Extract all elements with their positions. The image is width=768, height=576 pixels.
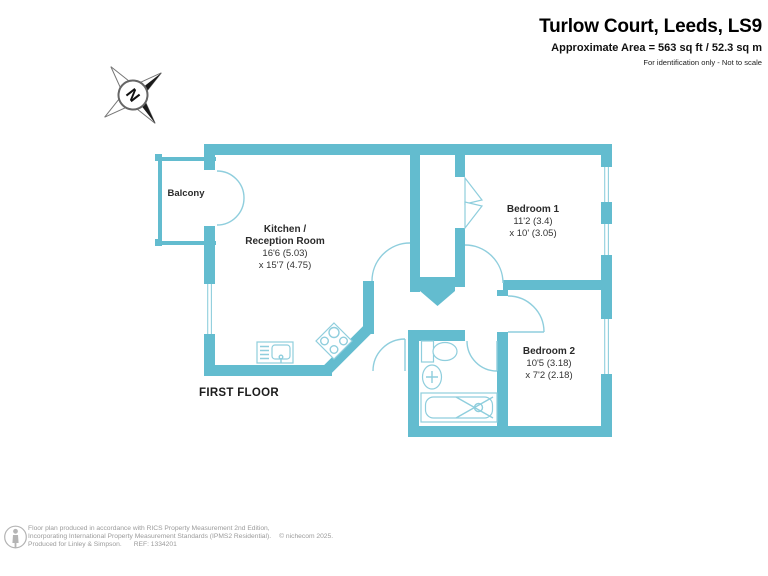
kitchen-name-line1: Kitchen / <box>263 224 307 235</box>
sink-drainer <box>260 345 269 360</box>
cupboard-bifold-door-top <box>464 176 484 205</box>
floor-label: FIRST FLOOR <box>199 387 279 399</box>
balcony-door-leaf-bottom <box>216 197 245 226</box>
bedroom1-dims-line1: 11'2 (3.4) <box>513 216 553 227</box>
cupboard-bifold-door-bottom <box>464 201 484 230</box>
kitchen-dims-line1: 16'6 (5.03) <box>262 248 308 259</box>
bedroom1-name: Bedroom 1 <box>506 204 560 215</box>
kitchen-fixtures <box>256 322 353 364</box>
bedroom2-dims-line1: 10'5 (3.18) <box>526 358 572 369</box>
bedroom2-window <box>600 319 613 374</box>
toilet-cistern <box>420 340 435 363</box>
footer-line2-row: Incorporating International Property Mea… <box>28 533 333 541</box>
bedroom2-door <box>507 295 545 333</box>
doors <box>216 170 545 372</box>
footer-line3: Produced for Linley & Simpson. <box>28 540 122 548</box>
sink-tap <box>278 354 284 360</box>
bedroom2-label: Bedroom 2 10'5 (3.18) x 7'2 (2.18) <box>523 346 575 382</box>
bathtub-inner <box>424 396 494 419</box>
hob-burner <box>339 336 349 346</box>
entrance-door <box>372 338 406 372</box>
approximate-area: Approximate Area = 563 sq ft / 52.3 sq m <box>551 42 762 54</box>
bedroom1-label: Bedroom 1 11'2 (3.4) x 10' (3.05) <box>507 204 559 240</box>
disclaimer-text: For identification only - Not to scale <box>643 58 762 67</box>
windows <box>203 167 613 374</box>
bathtub-drain <box>473 402 484 413</box>
hob-burner <box>329 345 339 355</box>
header: Turlow Court, Leeds, LS9 Approximate Are… <box>539 16 762 67</box>
sink-basin <box>271 344 291 360</box>
kitchen-label: Kitchen / Reception Room 16'6 (5.03) x 1… <box>245 224 324 272</box>
balcony-door-leaf-top <box>216 170 245 199</box>
hob-burner <box>320 336 330 346</box>
footer: Floor plan produced in accordance with R… <box>28 525 333 548</box>
kitchen-name-line2: Reception Room <box>245 236 325 247</box>
footer-line2: Incorporating International Property Mea… <box>28 532 272 540</box>
hob-burner <box>328 326 340 339</box>
bedroom1-window-a <box>600 167 613 202</box>
bathroom-door <box>466 340 498 372</box>
footer-person-icon <box>4 525 27 549</box>
balcony-walls <box>155 154 216 246</box>
property-title: Turlow Court, Leeds, LS9 <box>539 16 762 37</box>
kitchen-window <box>203 284 216 334</box>
footer-ref: REF: 1334201 <box>133 540 177 548</box>
hob <box>315 322 353 360</box>
footer-line1: Floor plan produced in accordance with R… <box>28 525 270 532</box>
hall-door-leaves <box>420 287 455 306</box>
footer-line3-row: Produced for Linley & Simpson. REF: 13342… <box>28 541 333 549</box>
bedroom2-name: Bedroom 2 <box>522 346 576 357</box>
toilet-bowl <box>432 341 458 362</box>
basin-pedestal <box>426 371 438 383</box>
bedroom1-door-arc <box>464 244 504 284</box>
bedroom2-dims-line2: x 7'2 (2.18) <box>525 370 573 381</box>
bedroom1-dims-line2: x 10' (3.05) <box>509 228 557 239</box>
kitchen-dims-line2: x 15'7 (4.75) <box>258 260 312 271</box>
balcony-label: Balcony <box>167 188 205 199</box>
compass-icon: N <box>104 66 162 124</box>
bathroom-fixtures <box>420 340 498 423</box>
kitchen-door-arc <box>371 242 411 282</box>
bedroom1-window-b <box>600 224 613 255</box>
wall-layer <box>204 144 612 437</box>
footer-copyright: © nichecom 2025. <box>279 532 334 540</box>
